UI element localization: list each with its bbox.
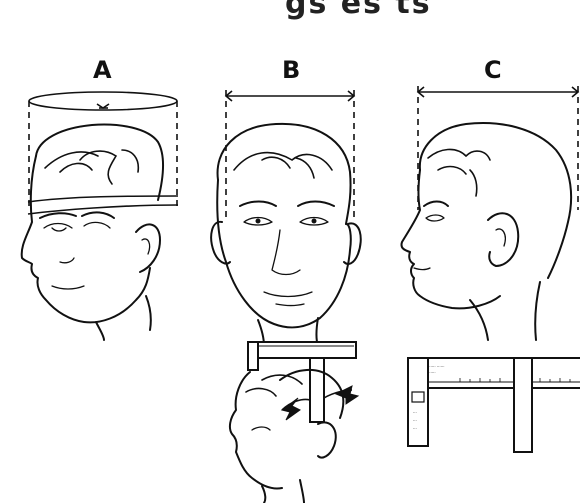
head-b-nose	[272, 230, 300, 275]
caliper-tool-b	[248, 342, 356, 422]
svg-text:···: ···	[413, 418, 417, 423]
svg-text:···: ···	[413, 410, 417, 415]
head-c-neck	[470, 282, 540, 340]
head-c-ear	[488, 213, 518, 266]
head-a-hair	[36, 125, 163, 200]
head-a-eye-left	[44, 224, 72, 229]
head-c-mouth	[414, 268, 430, 270]
head-a-nose	[60, 258, 74, 263]
panel-a: A	[22, 56, 178, 340]
head-b-hair	[218, 124, 351, 224]
arrow-right-icon	[336, 386, 358, 404]
tape-band-front	[28, 196, 178, 202]
ruler-tool-c: ·········· ······ ······ ······ ········…	[408, 358, 580, 452]
panel-label-a: A	[93, 56, 112, 84]
head-a-ear	[136, 224, 160, 272]
head-a-face	[22, 156, 150, 322]
head-c-face	[401, 170, 500, 308]
head-c-eye	[426, 215, 444, 221]
panel-b: B	[211, 56, 361, 503]
head-a-eye-right	[84, 222, 110, 228]
svg-text:···: ···	[413, 426, 417, 431]
head-a-mouth	[52, 286, 84, 289]
panel-label-c: C	[484, 56, 502, 84]
head-b-mouth	[264, 292, 312, 297]
head-a-neck	[96, 296, 151, 340]
head-c-hair	[420, 123, 571, 278]
panel-label-b: B	[282, 56, 300, 84]
head-b-lower-profile	[230, 370, 343, 489]
head-b-lower-ear	[318, 422, 336, 457]
panel-c: C ·········· ······ ······ ······ ······…	[401, 56, 580, 452]
head-b-ear-right	[344, 223, 361, 263]
